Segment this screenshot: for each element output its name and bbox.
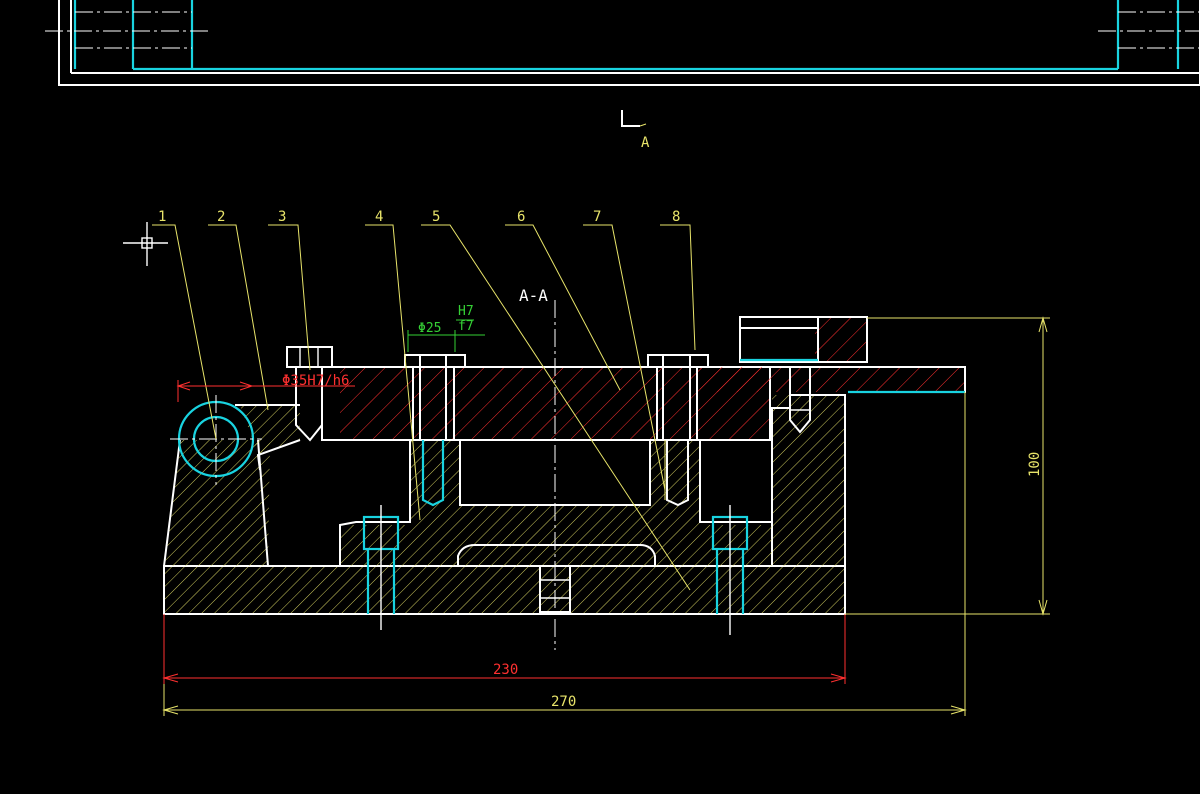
part-number-4: 4 <box>375 209 383 225</box>
top-view <box>45 0 1200 86</box>
dimension-230: 230 <box>162 614 847 684</box>
bore-diameter: Φ25 <box>418 321 441 336</box>
clamp-block <box>739 316 868 363</box>
dimension-270: 270 <box>162 392 967 716</box>
part-number-7: 7 <box>593 209 601 225</box>
part-number-1: 1 <box>158 209 166 225</box>
clamp-plate <box>321 366 966 441</box>
base-bolt-right <box>711 505 749 635</box>
section-title: A-A <box>519 286 548 305</box>
dim-height: 100 <box>1027 452 1043 477</box>
screw-8 <box>789 367 811 434</box>
dim-base-length: 230 <box>493 662 518 678</box>
bore-fit-lower: f7 <box>458 319 474 334</box>
part-number-2: 2 <box>217 209 225 225</box>
part-number-5: 5 <box>432 209 440 225</box>
section-marker: A <box>621 110 650 151</box>
part-number-3: 3 <box>278 209 286 225</box>
part-leaders <box>152 224 696 591</box>
bore-dimension: Φ25 H7 f7 <box>407 304 485 352</box>
fit-annotation: Φ35H7/h6 <box>282 373 349 389</box>
bolt-7 <box>647 354 709 507</box>
part-number-8: 8 <box>672 209 680 225</box>
dim-total-length: 270 <box>551 694 576 710</box>
crosshair-icon <box>123 222 168 266</box>
section-marker-letter: A <box>641 135 650 151</box>
part-number-6: 6 <box>517 209 525 225</box>
fit-dimension: Φ35H7/h6 <box>176 373 355 402</box>
base-bolt-left <box>362 505 400 630</box>
dimension-100: 100 <box>845 316 1050 616</box>
left-support <box>163 404 301 567</box>
bore-fit-upper: H7 <box>458 304 474 319</box>
